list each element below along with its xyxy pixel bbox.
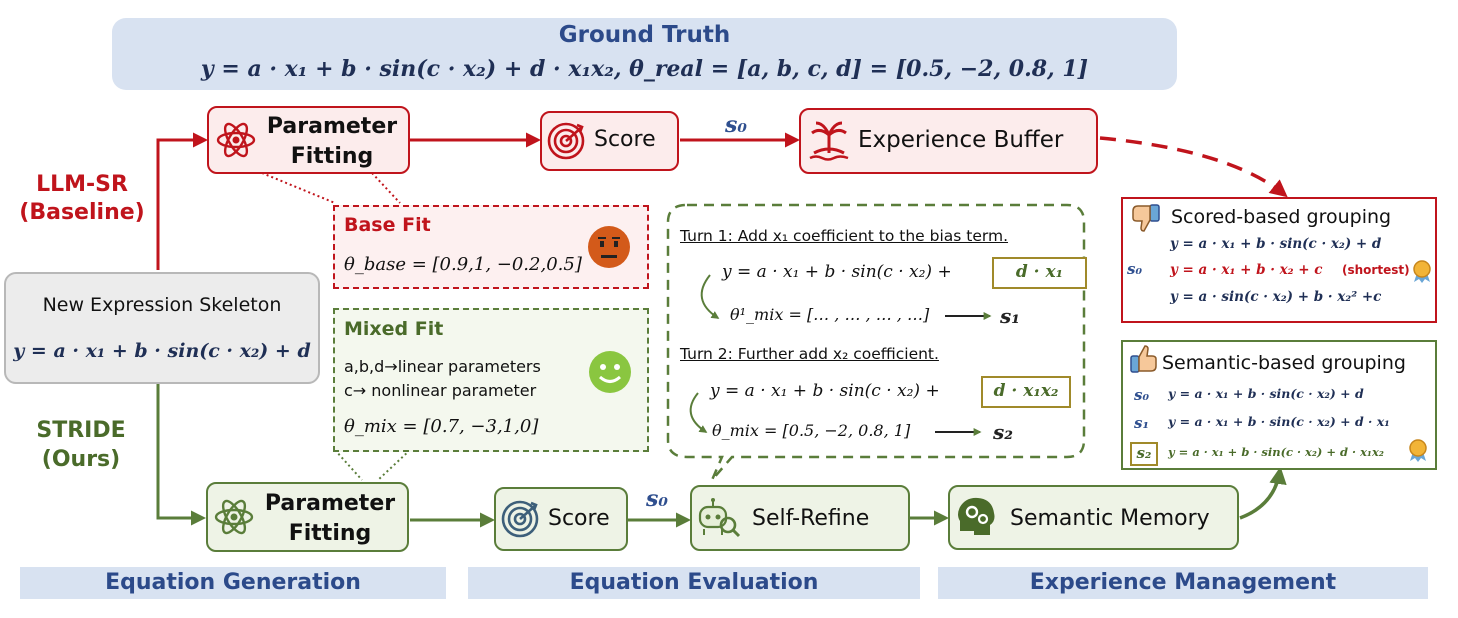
score-top-label: Score [594,127,656,152]
s2-label: s₂ [993,420,1014,444]
score-top-edge: s₀ [725,112,748,138]
base-fit-equation: θ_base = [0.9,1, −0.2,0.5] [344,254,582,275]
param-fitting-bottom [206,482,409,552]
baseline-label-line1: LLM-SR [36,172,128,197]
param-fitting-bottom-line1: Parameter [264,491,396,516]
scored-grouping-panel [1121,197,1437,323]
s1-label: s₁ [1000,304,1021,328]
semantic-eq2: y = a · x₁ + b · sin(c · x₂) + d · x₁x₂ [1168,445,1384,459]
param-fitting-top-line1: Parameter [266,114,398,139]
turn1-label: Turn 1: Add x₁ coefficient to the bias t… [680,227,1009,245]
skeleton-equation: y = a · x₁ + b · sin(c · x₂) + d [13,340,311,362]
mixed-fit-equation: θ_mix = [0.7, −3,1,0] [344,416,539,437]
arrow-memory-semantic [1239,466,1287,520]
base-fit-title: Base Fit [344,214,431,236]
turn2-box-text: d · x₁x₂ [993,381,1059,401]
semantic-grouping-title: Semantic-based grouping [1162,352,1406,374]
scored-s0: s₀ [1127,260,1143,278]
island-icon [809,121,849,161]
stage-equation-generation: Equation Generation [20,567,446,599]
ground-truth-banner [112,18,1177,90]
ground-truth-equation: y = a · x₁ + b · sin(c · x₂) + d · x₁x₂,… [200,56,1089,82]
semantic-eq0: y = a · x₁ + b · sin(c · x₂) + d [1168,386,1364,401]
score-bottom-edge: s₀ [646,486,669,512]
baseline-branch [156,132,208,270]
atom-icon [216,122,256,158]
scored-eq2-note: (shortest) [1342,263,1410,277]
stage-experience-management: Experience Management [938,567,1428,599]
score-bottom [494,487,628,551]
ours-label-line2: (Ours) [41,447,121,472]
mixed-fit-line1: a,b,d→linear parameters [344,357,541,376]
stage-equation-evaluation: Equation Evaluation [468,567,920,599]
scored-grouping-title: Scored-based grouping [1171,206,1392,228]
smile-face-icon [589,351,631,393]
dotted-base-left [261,172,336,204]
dotted-base-right [371,172,401,204]
turn1-equation: y = a · x₁ + b · sin(c · x₂) + [722,262,952,282]
experience-buffer [799,108,1098,174]
thumbs-down-icon [1132,204,1160,232]
skeleton-box [4,272,320,384]
curl-arrow-1 [700,274,720,319]
theta1: θ¹_mix = [… , … , … , …] [730,305,930,324]
base-fit-panel [333,205,649,289]
turn2-label: Turn 2: Further add x₂ coefficient. [680,345,939,363]
turn2-box [981,376,1071,408]
semantic-s2-box [1130,442,1158,466]
brain-gear-icon [958,497,995,535]
ground-truth-title: Ground Truth [558,22,731,48]
robot-search-icon [698,498,741,538]
refine-bubble-outline [666,203,1086,481]
theta2: θ_mix = [0.5, −2, 0.8, 1] [712,421,911,440]
scored-eq1: y = a · x₁ + b · sin(c · x₂) + d [1170,236,1382,252]
ours-branch [156,384,206,526]
turn1-box-text: d · x₁ [1015,262,1064,282]
scored-eq3: y = a · sin(c · x₂) + b · x₂² +c [1170,289,1382,305]
param-fitting-bottom-line2: Fitting [288,521,372,546]
award-icon [1413,260,1431,283]
baseline-label-line2: (Baseline) [19,200,145,225]
skeleton-title: New Expression Skeleton [42,294,282,316]
turn1-box [992,257,1087,289]
experience-buffer-label: Experience Buffer [858,127,1064,153]
score-top [540,111,679,171]
ours-label-line1: STRIDE [36,418,126,443]
score-bottom-label: Score [548,506,610,531]
semantic-memory-label: Semantic Memory [1010,506,1210,531]
mixed-fit-title: Mixed Fit [344,318,444,340]
param-fitting-top [207,106,410,174]
mixed-fit-line2: c→ nonlinear parameter [344,381,537,400]
turn2-equation: y = a · x₁ + b · sin(c · x₂) + [710,381,940,401]
semantic-s2: s₂ [1136,444,1152,462]
param-fitting-top-line2: Fitting [290,144,374,169]
curl-arrow-2 [689,392,708,433]
semantic-memory [948,485,1239,550]
scored-eq2: y = a · x₁ + b · x₂ + c [1170,262,1323,278]
semantic-grouping-panel [1121,340,1437,470]
atom-icon [214,499,254,535]
target-icon [501,500,539,538]
semantic-s1: s₁ [1134,414,1150,432]
arrow-buffer-scored [1099,136,1288,198]
semantic-eq1: y = a · x₁ + b · sin(c · x₂) + d · x₁ [1168,414,1390,429]
self-refine-label: Self-Refine [752,506,870,531]
neutral-face-icon [588,226,630,268]
target-icon [547,122,585,160]
dotted-mixed-left [334,449,363,481]
thumbs-up-icon [1130,345,1157,373]
award-icon [1409,439,1427,462]
dotted-mixed-right [377,449,411,481]
semantic-s0: s₀ [1134,386,1150,404]
